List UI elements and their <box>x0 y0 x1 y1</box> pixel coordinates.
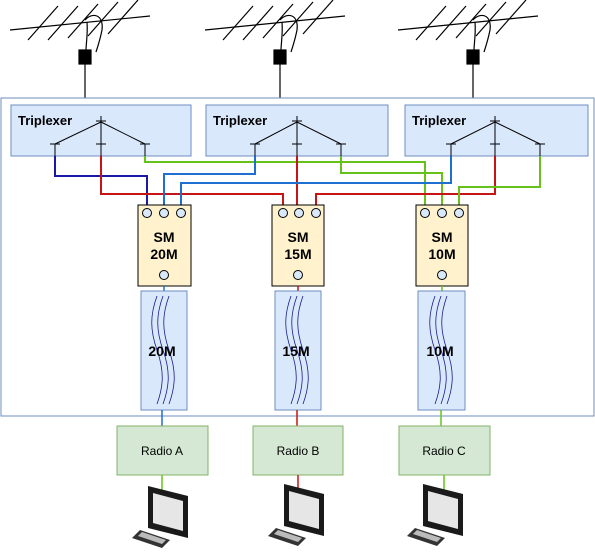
sm-module-3: SM 10M <box>415 204 469 287</box>
sm-label-line1: SM <box>154 229 175 245</box>
band-filter-3: 10M <box>417 290 466 411</box>
filter-label: 20M <box>148 343 175 359</box>
antenna-1 <box>9 0 151 98</box>
input-socket <box>437 208 447 218</box>
triplexer-2: Triplexer <box>205 104 389 157</box>
computer-3 <box>407 484 463 546</box>
computer-1 <box>132 486 188 548</box>
splitter-symbol <box>50 116 150 156</box>
wire-t1-15m <box>100 156 284 207</box>
filter-box <box>140 290 188 411</box>
triplexer-label: Triplexer <box>213 113 267 128</box>
input-socket <box>454 208 464 218</box>
output-socket <box>159 270 169 280</box>
filter-label: 15M <box>282 343 309 359</box>
filter-radio-links <box>161 410 442 426</box>
radio-box <box>252 425 344 476</box>
output-socket <box>293 270 303 280</box>
input-socket <box>142 208 152 218</box>
filter-label: 10M <box>426 343 453 359</box>
sm-filter-links <box>163 286 443 291</box>
splitter-symbol <box>250 116 346 156</box>
radio-c: Radio C <box>398 425 491 476</box>
input-socket <box>176 208 186 218</box>
antenna-2 <box>204 0 346 98</box>
wire-t1-10m <box>144 156 426 207</box>
radio-b: Radio B <box>252 425 344 476</box>
output-socket <box>437 270 447 280</box>
input-socket <box>159 208 169 218</box>
antenna-3 <box>397 0 539 98</box>
yagi-antenna-icon <box>9 0 151 98</box>
wire-t3-10m <box>458 156 541 207</box>
input-socket <box>278 208 288 218</box>
desktop-computer-icon <box>268 484 324 546</box>
wire-t2-10m <box>340 156 443 207</box>
filter-waves-icon <box>429 295 453 405</box>
filter-waves-icon <box>151 295 175 405</box>
wire-t3-20m <box>180 156 452 207</box>
filter-waves-icon <box>285 295 309 405</box>
sm-module-1: SM 20M <box>137 204 192 287</box>
triplexer-label: Triplexer <box>18 113 72 128</box>
triplexer-3: Triplexer <box>404 104 589 157</box>
sm-label-line1: SM <box>432 229 453 245</box>
yagi-antenna-icon <box>204 0 346 98</box>
sm-label-line2: 20M <box>150 246 177 262</box>
radio-label: Radio B <box>277 444 320 458</box>
radio-box <box>398 425 491 476</box>
desktop-computer-icon <box>132 486 188 548</box>
radio-label: Radio A <box>141 444 183 458</box>
input-socket <box>311 208 321 218</box>
cross-wiring <box>54 156 541 207</box>
sm-label-line1: SM <box>288 229 309 245</box>
band-filter-1: 20M <box>140 290 188 411</box>
radio-box <box>116 425 209 476</box>
splitter-symbol <box>446 116 545 156</box>
wire-t3-15m <box>315 156 496 207</box>
sm-label-line2: 10M <box>428 246 455 262</box>
yagi-antenna-icon <box>397 0 539 98</box>
input-socket <box>294 208 304 218</box>
radio-a: Radio A <box>116 425 209 476</box>
radio-label: Radio C <box>422 444 466 458</box>
computer-2 <box>268 484 324 546</box>
input-socket <box>420 208 430 218</box>
triplexer-1: Triplexer <box>10 104 192 157</box>
band-filter-2: 15M <box>274 290 322 411</box>
sm-label-line2: 15M <box>284 246 311 262</box>
wire-t2-20m <box>163 156 256 207</box>
filter-box <box>274 290 322 411</box>
sm-module-2: SM 15M <box>271 204 325 287</box>
triplexer-label: Triplexer <box>412 113 466 128</box>
triplexer-box <box>404 104 589 157</box>
desktop-computer-icon <box>407 484 463 546</box>
